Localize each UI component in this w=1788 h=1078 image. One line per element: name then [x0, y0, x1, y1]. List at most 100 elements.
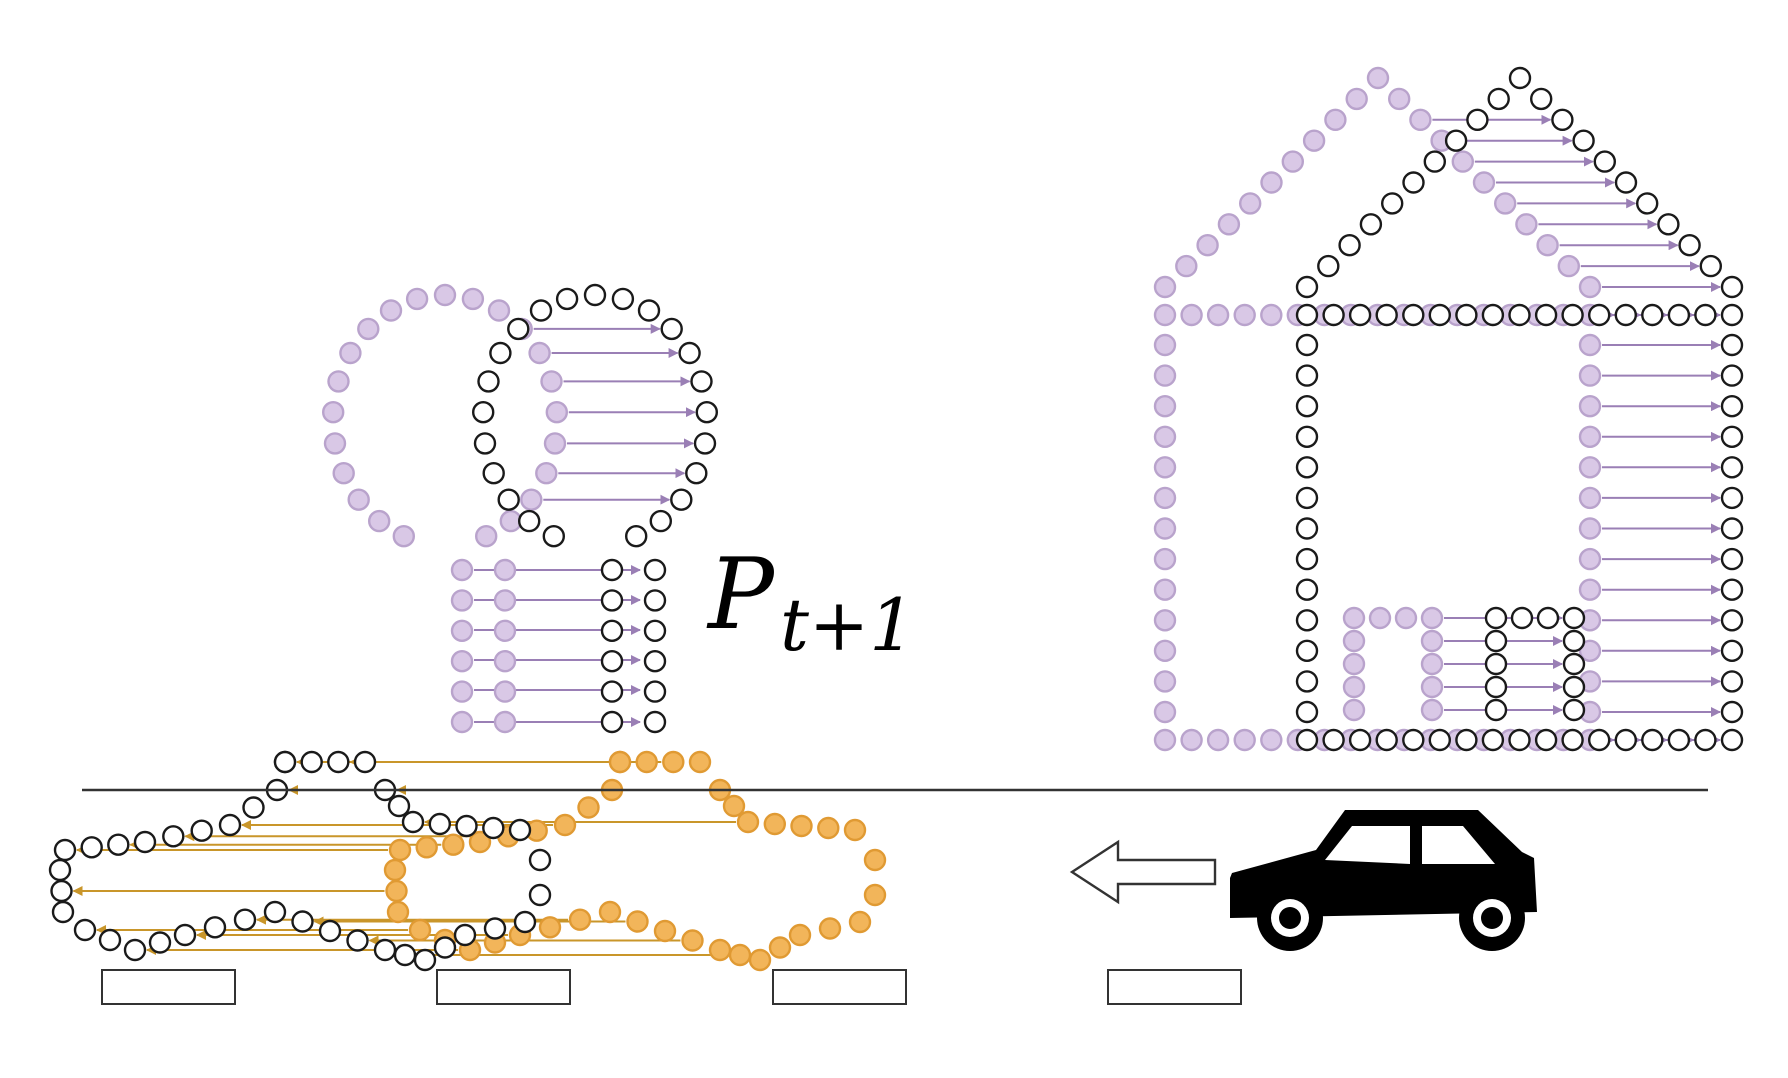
current-dynamic-point — [98, 928, 122, 952]
current-static-point — [497, 488, 520, 511]
previous-static-point — [1578, 456, 1602, 479]
current-static-point — [1428, 728, 1452, 752]
previous-static-point — [357, 317, 380, 341]
previous-static-point — [1153, 395, 1177, 418]
previous-dynamic-point — [538, 916, 562, 939]
previous-static-point — [1206, 303, 1230, 327]
current-static-point — [1295, 275, 1319, 299]
current-static-point — [1455, 303, 1478, 327]
previous-static-point — [493, 650, 517, 673]
current-static-point — [1484, 629, 1508, 653]
previous-static-point — [545, 401, 568, 424]
previous-dynamic-point — [748, 948, 772, 972]
current-static-point — [1428, 303, 1452, 327]
current-static-point — [695, 401, 718, 424]
current-static-point — [1720, 517, 1744, 540]
current-static-point — [611, 287, 635, 311]
previous-static-point — [1206, 728, 1230, 752]
current-static-point — [555, 287, 579, 311]
current-static-point — [693, 432, 717, 455]
current-dynamic-point — [453, 923, 477, 947]
current-static-point — [1295, 333, 1319, 357]
previous-static-point — [1153, 364, 1177, 387]
left-arrow-icon — [1069, 839, 1217, 905]
current-dynamic-point — [73, 918, 97, 942]
current-static-point — [1587, 303, 1611, 327]
current-dynamic-point — [528, 883, 552, 907]
current-static-point — [1423, 150, 1447, 173]
current-static-point — [1487, 87, 1510, 111]
current-static-point — [1720, 364, 1744, 387]
current-dynamic-point — [263, 900, 287, 924]
current-static-point — [1481, 728, 1505, 752]
previous-static-point — [450, 558, 474, 582]
current-static-point — [1614, 303, 1638, 327]
previous-static-point — [1409, 108, 1432, 132]
current-static-point — [583, 283, 607, 307]
current-static-point — [1295, 700, 1319, 724]
previous-static-point — [1515, 213, 1538, 236]
previous-static-point — [450, 710, 474, 734]
previous-static-point — [1451, 150, 1475, 173]
current-static-point — [678, 341, 701, 365]
previous-static-point — [1342, 606, 1366, 630]
previous-static-point — [332, 462, 355, 485]
previous-static-point — [1153, 728, 1177, 752]
previous-static-point — [1420, 606, 1444, 630]
current-dynamic-point — [242, 796, 265, 819]
previous-static-point — [493, 589, 517, 612]
current-dynamic-point — [428, 812, 451, 836]
current-static-point — [690, 370, 713, 393]
previous-static-point — [347, 488, 370, 511]
current-dynamic-point — [528, 848, 552, 872]
current-static-point — [518, 509, 541, 533]
current-static-point — [1444, 129, 1468, 152]
previous-dynamic-point — [415, 836, 438, 859]
current-static-point — [1641, 303, 1664, 327]
previous-static-point — [1342, 629, 1366, 653]
current-static-point — [507, 317, 530, 341]
previous-static-point — [322, 401, 345, 424]
current-static-point — [1562, 629, 1586, 653]
previous-dynamic-point — [736, 810, 760, 834]
previous-static-point — [1260, 728, 1283, 752]
current-static-point — [1484, 675, 1508, 699]
previous-static-point — [1578, 639, 1602, 662]
current-static-point — [1295, 395, 1319, 418]
current-static-point — [1348, 303, 1372, 327]
point-cloud-label-subscript: t+1 — [780, 583, 915, 667]
current-static-point — [1402, 171, 1425, 194]
previous-static-point — [450, 650, 474, 673]
current-static-point — [1720, 275, 1744, 299]
previous-dynamic-point — [790, 814, 813, 838]
current-dynamic-point — [48, 858, 72, 882]
previous-static-point — [1281, 150, 1305, 173]
previous-static-point — [1420, 652, 1444, 676]
previous-static-point — [1578, 486, 1602, 510]
current-static-point — [529, 299, 553, 322]
current-dynamic-point — [373, 938, 397, 962]
previous-static-point — [1557, 254, 1581, 278]
current-static-point — [1720, 700, 1744, 724]
previous-dynamic-point — [385, 879, 408, 903]
current-static-point — [1720, 303, 1744, 327]
current-dynamic-point — [80, 836, 103, 859]
current-static-point — [1551, 108, 1574, 132]
lane-marking — [1107, 969, 1242, 1005]
current-static-point — [1561, 303, 1584, 327]
previous-static-point — [1153, 578, 1177, 601]
current-static-point — [1295, 303, 1319, 327]
previous-dynamic-point — [708, 938, 732, 962]
current-dynamic-point — [53, 838, 77, 862]
previous-static-point — [543, 432, 567, 455]
current-static-point — [1508, 728, 1531, 752]
previous-static-point — [1578, 275, 1602, 299]
current-static-point — [643, 558, 667, 582]
previous-static-point — [1578, 547, 1602, 571]
previous-static-point — [1345, 87, 1368, 111]
previous-dynamic-point — [408, 918, 432, 942]
current-static-point — [1402, 303, 1425, 327]
current-dynamic-point — [148, 931, 172, 954]
lane-marking — [101, 969, 236, 1005]
